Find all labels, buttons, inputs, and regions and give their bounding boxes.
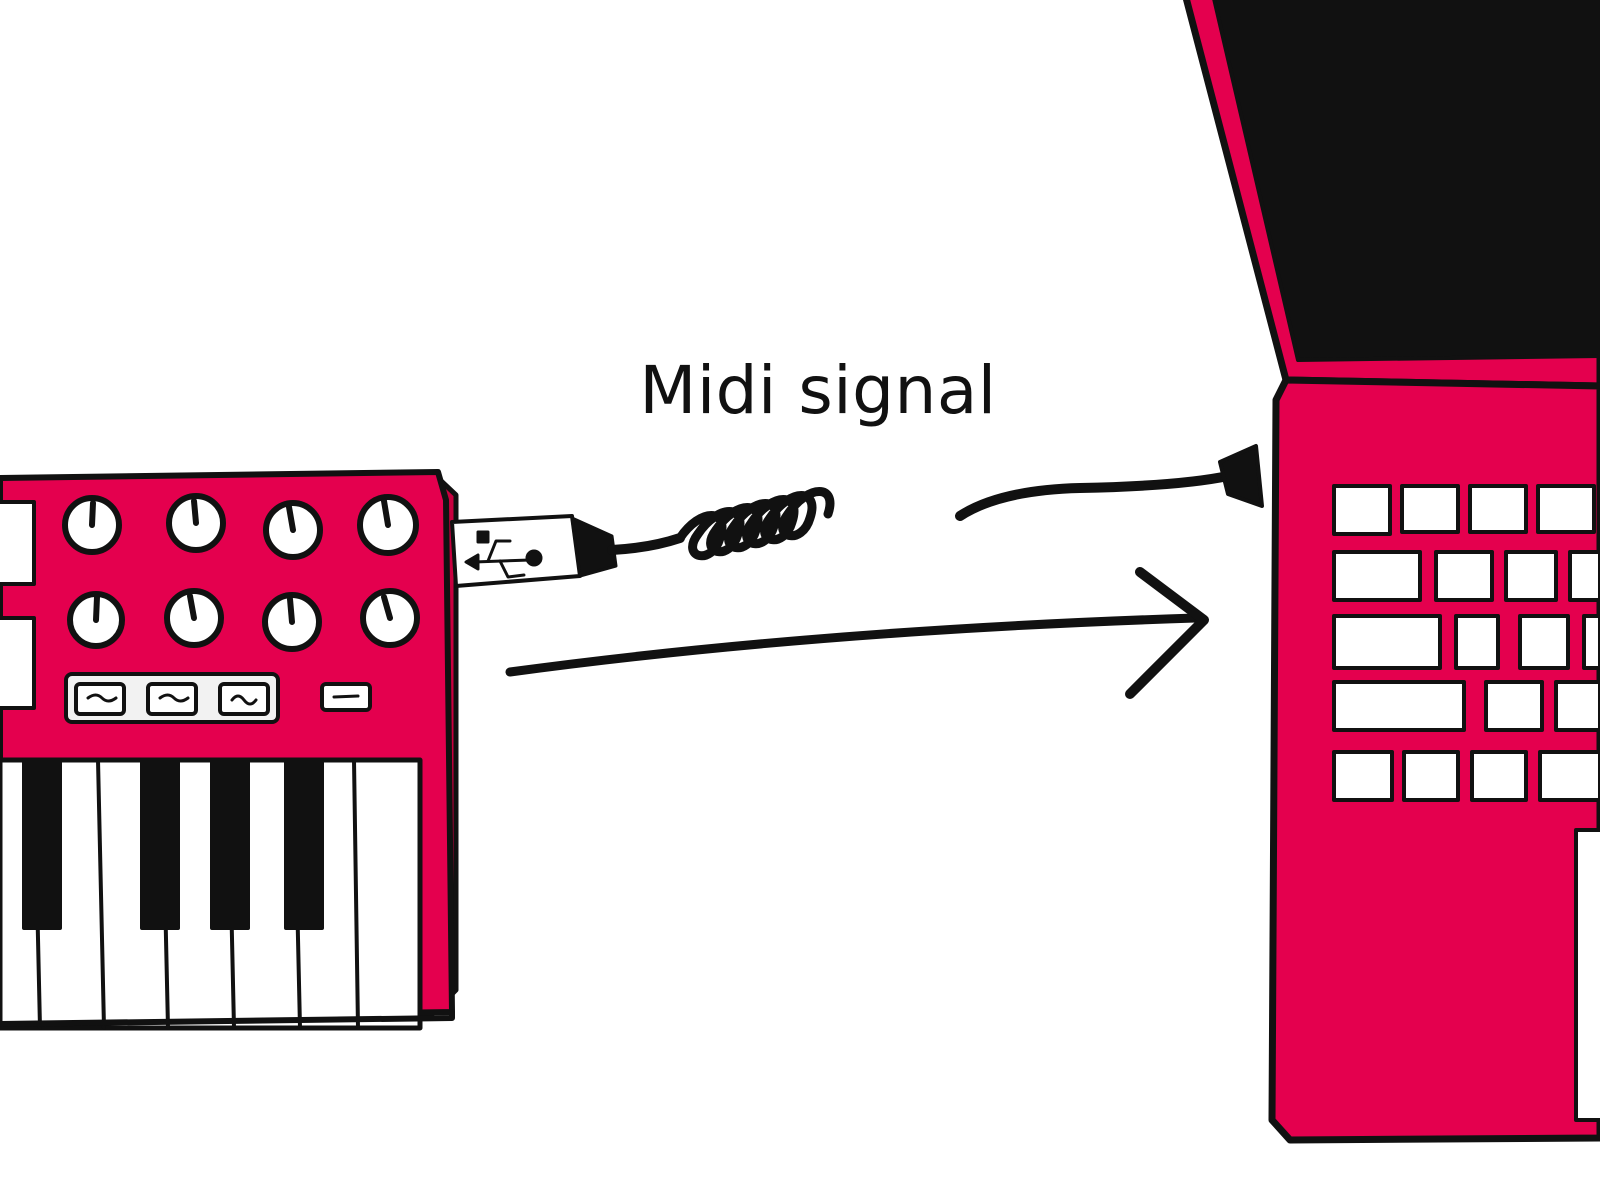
signal-arrow-icon: [505, 567, 1209, 699]
knob-row-top: [62, 493, 419, 560]
button-icon: [146, 682, 198, 716]
signal-label: Midi signal: [639, 352, 997, 429]
pad-icon: [0, 616, 36, 710]
black-key: [140, 758, 180, 930]
black-key: [22, 758, 62, 930]
usb-cable: [450, 444, 1264, 588]
laptop-keyboard: [1332, 484, 1600, 802]
laptop-screen: [1212, 0, 1600, 362]
trackpad: [1574, 828, 1600, 1122]
black-key: [284, 758, 324, 930]
black-key: [210, 758, 250, 930]
coiled-cable: [675, 487, 835, 561]
usb-icon: [464, 530, 543, 579]
laptop-icon: [1182, 0, 1600, 1144]
midi-keyboard-icon: [0, 469, 459, 1031]
button-icon: [74, 682, 126, 716]
piano-keys: [0, 757, 423, 1031]
pad-icon: [0, 500, 36, 586]
knob-row-bottom: [67, 588, 420, 652]
